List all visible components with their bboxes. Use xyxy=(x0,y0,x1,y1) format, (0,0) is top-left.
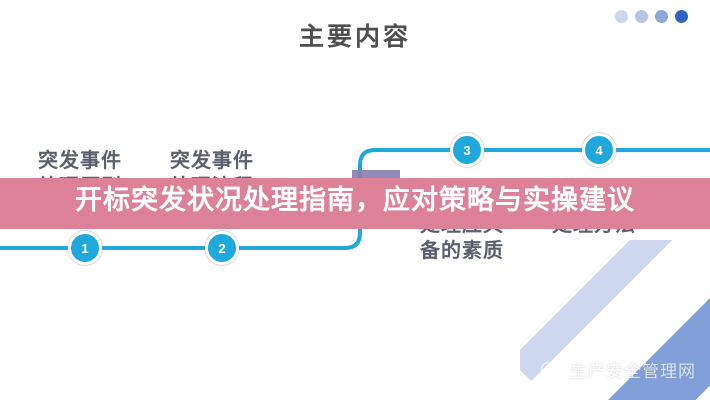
dot-2-icon xyxy=(635,10,648,23)
column-3-line-2: 备的素质 xyxy=(420,240,504,263)
dot-3-icon xyxy=(655,10,668,23)
decorative-dots xyxy=(615,10,688,23)
timeline-node-label: 4 xyxy=(595,142,603,158)
timeline-node-label: 3 xyxy=(463,142,471,158)
dot-4-icon xyxy=(675,10,688,23)
column-1-line-1: 突发事件 xyxy=(38,150,122,172)
timeline-node-label: 2 xyxy=(218,240,226,256)
slide-heading: 主要内容 xyxy=(298,23,411,51)
timeline-node-3: 3 xyxy=(450,133,484,167)
overlay-headline: 开标突发状况处理指南，应对策略与实操建议 xyxy=(75,185,635,215)
column-2-line-1: 突发事件 xyxy=(170,150,254,172)
headline-banner xyxy=(0,178,710,229)
watermark-text: 生产安全管理网 xyxy=(570,362,696,381)
watermark: 生产安全管理网 xyxy=(541,357,696,382)
timeline-node-4: 4 xyxy=(582,133,616,167)
timeline-node-label: 1 xyxy=(81,240,89,256)
dot-1-icon xyxy=(615,10,628,23)
wechat-icon xyxy=(541,361,563,378)
timeline-node-2: 2 xyxy=(205,231,239,265)
timeline-node-1: 1 xyxy=(68,231,102,265)
